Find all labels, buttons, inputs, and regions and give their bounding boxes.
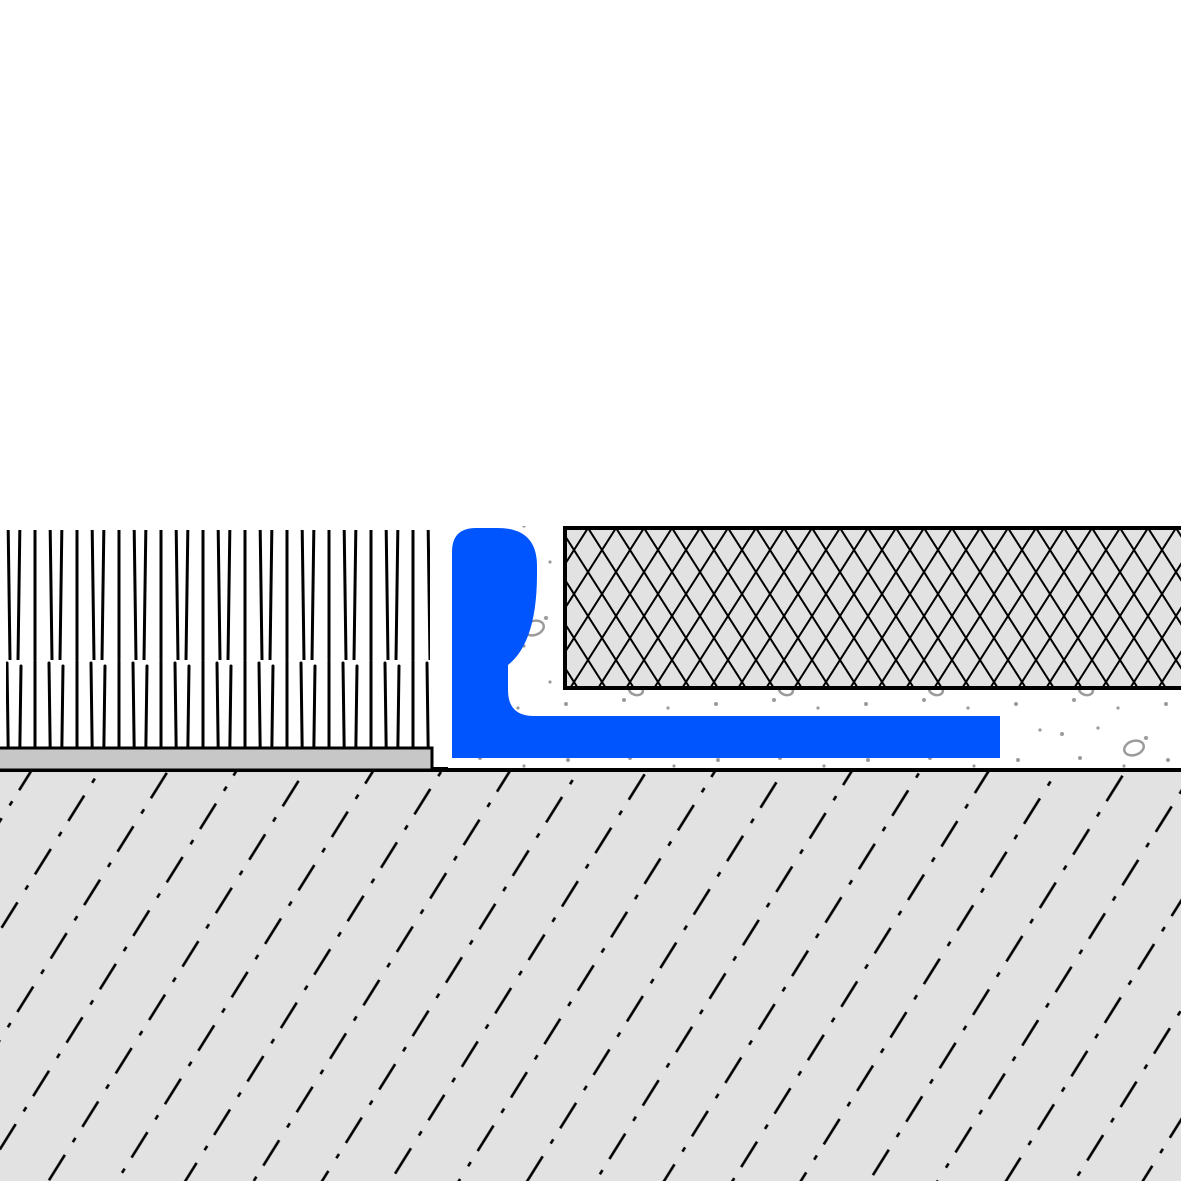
tile-border (563, 526, 1181, 690)
carpet-underlay (0, 746, 434, 772)
tile-crosshatch (565, 528, 1181, 688)
substrate-hatching (0, 770, 1181, 1181)
substrate-surface-line (0, 767, 1181, 772)
carpet-pile (6, 530, 430, 748)
tile (563, 526, 1181, 690)
substrate (0, 767, 1181, 1181)
edge-profile (452, 528, 1000, 758)
